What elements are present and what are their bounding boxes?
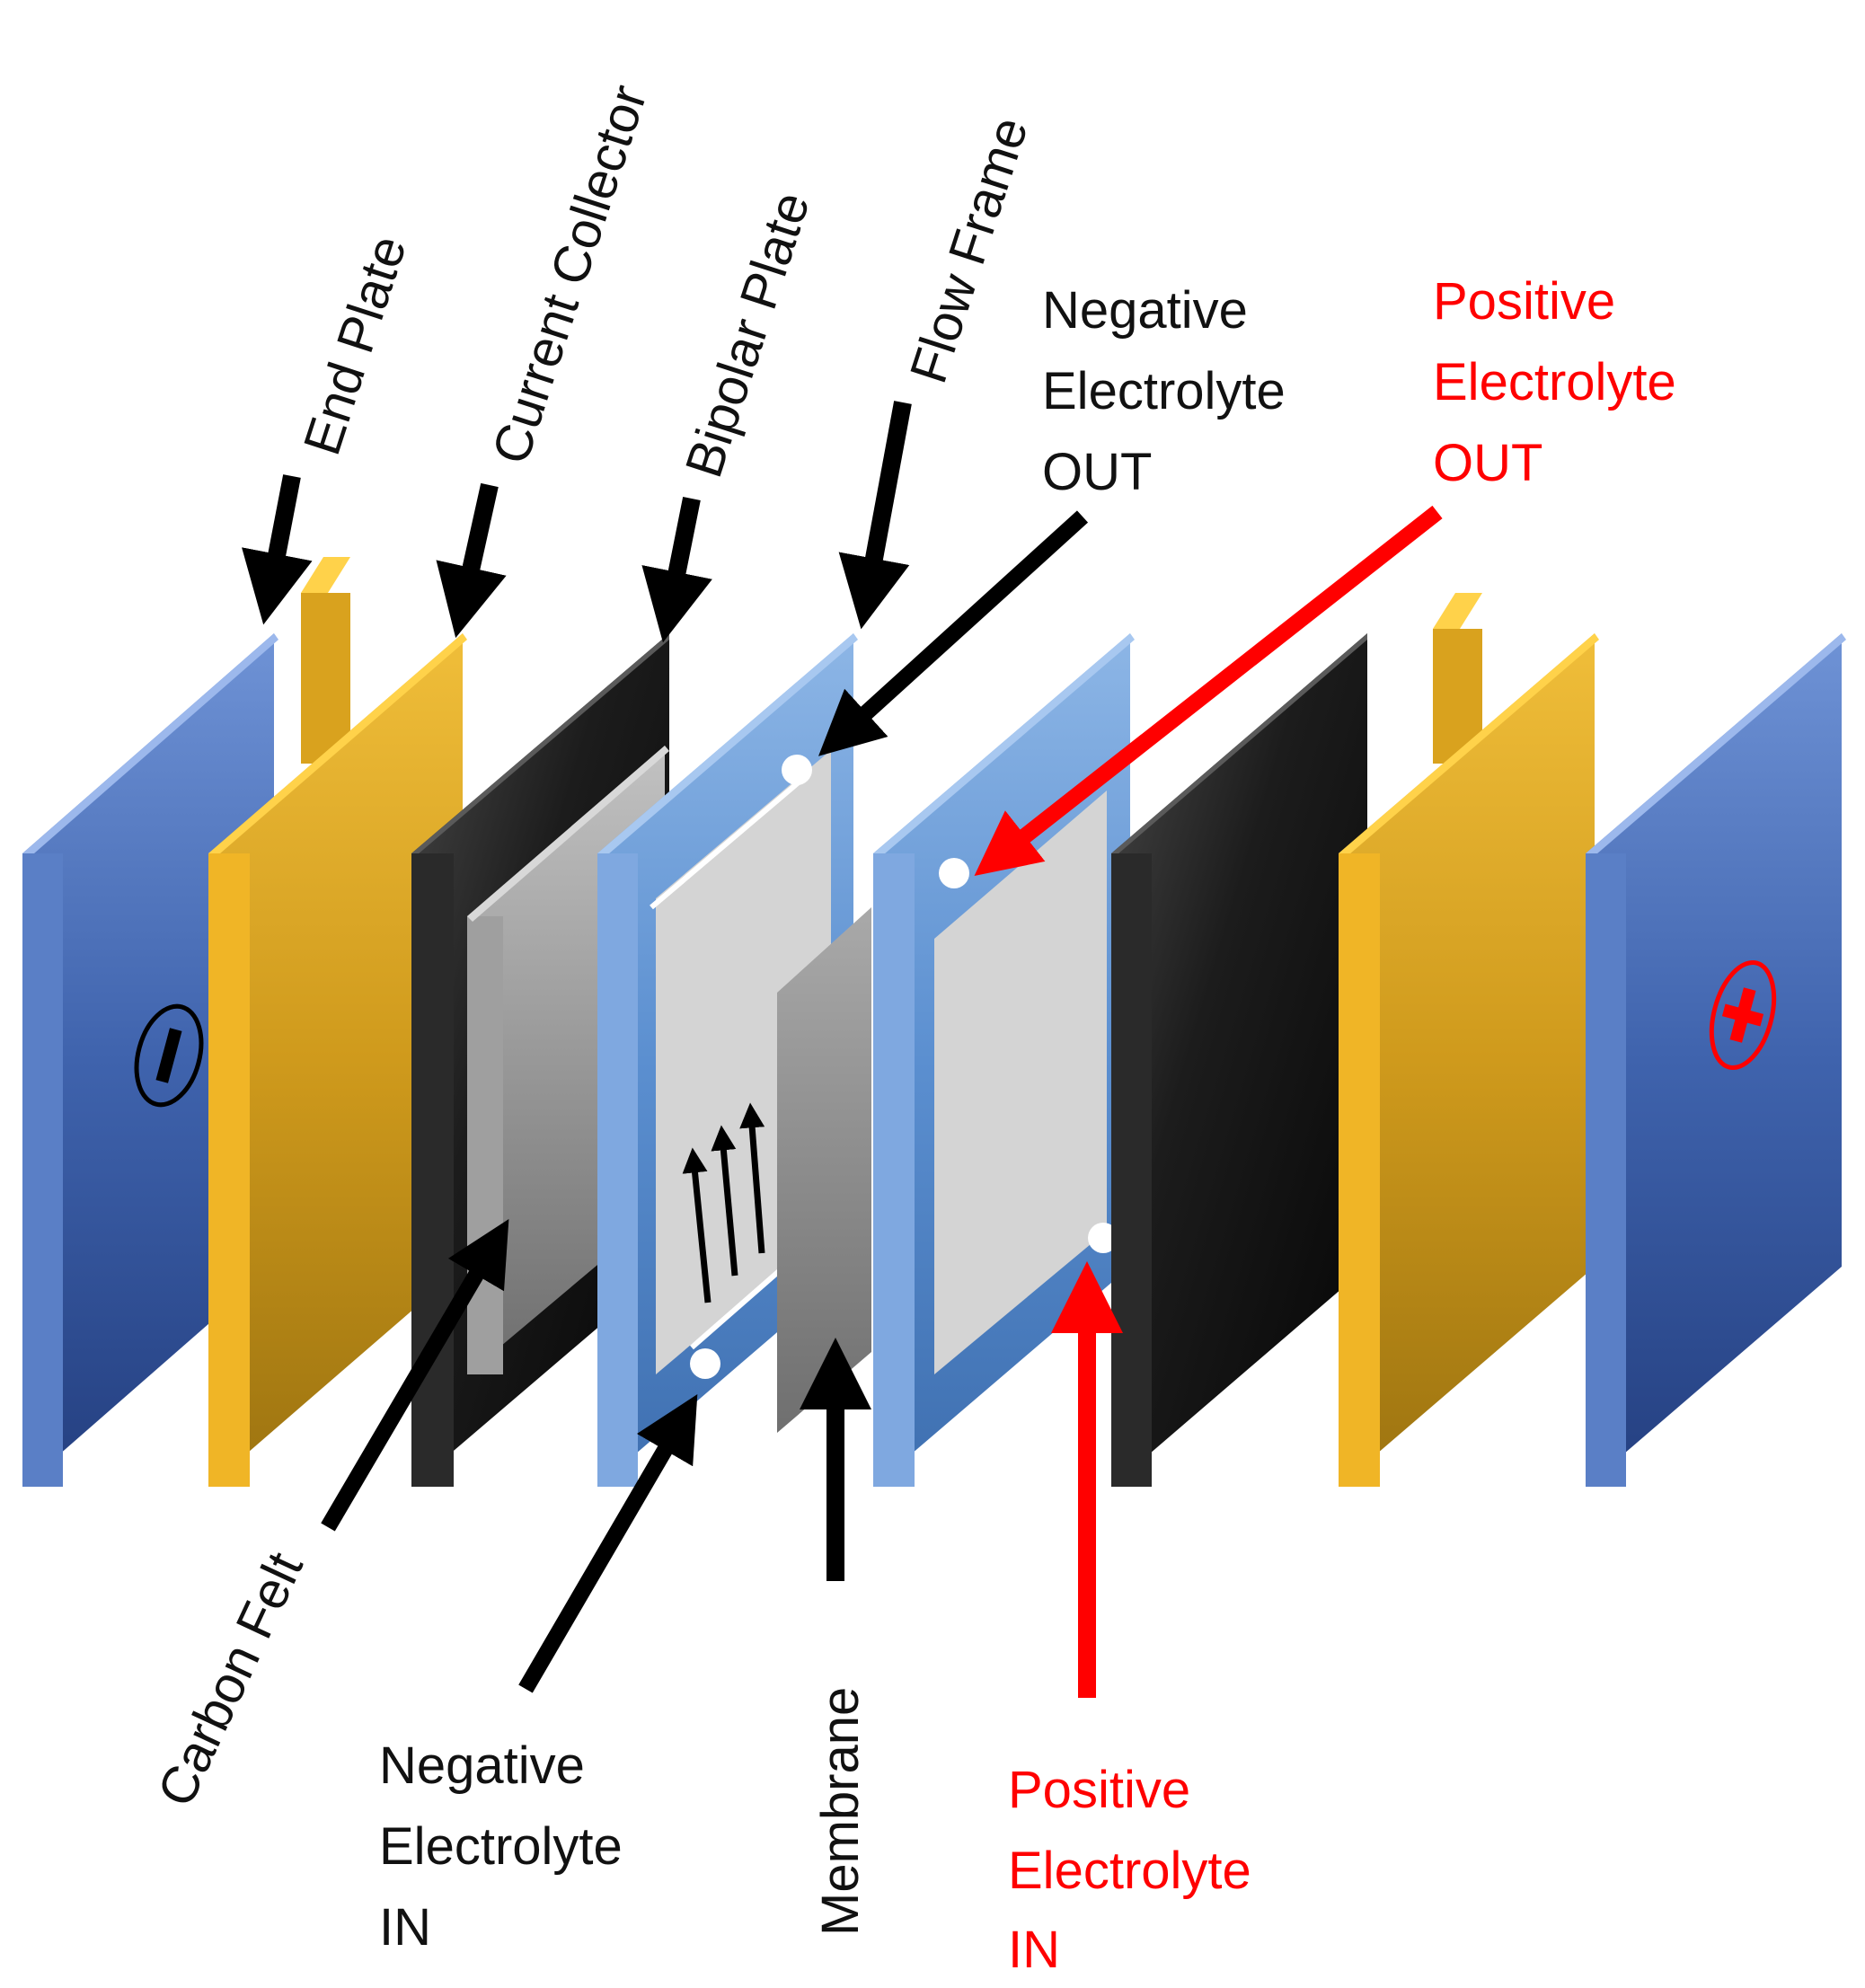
label-carbon-felt: Carbon Felt	[146, 1543, 314, 1815]
callout-arrows	[242, 401, 1443, 1698]
label-membrane: Membrane	[811, 1687, 870, 1936]
current-collector-right	[1339, 593, 1599, 1487]
arrow-flow-frame	[838, 401, 912, 630]
label-negative-in-line1: Negative	[379, 1736, 585, 1795]
label-negative-out-line3: OUT	[1042, 443, 1152, 501]
up-arrows-icon	[682, 1102, 765, 1303]
arrow-negative-out	[818, 510, 1089, 756]
label-negative-in-line3: IN	[379, 1898, 431, 1957]
label-negative-out: Negative Electrolyte OUT	[1042, 281, 1286, 501]
label-flow-frame: Flow Frame	[899, 110, 1039, 390]
arrow-positive-out	[974, 505, 1443, 877]
label-negative-out-line1: Negative	[1042, 281, 1248, 340]
plus-circle-icon	[1709, 959, 1777, 1071]
label-bipolar-plate: Bipolar Plate	[675, 185, 821, 484]
label-positive-in-line2: Electrolyte	[1008, 1842, 1251, 1900]
label-current-collector: Current Collector	[482, 78, 658, 471]
arrow-current-collector	[436, 482, 507, 639]
bipolar-plate-right	[1111, 633, 1367, 1487]
label-end-plate: End Plate	[293, 229, 419, 462]
arrow-bipolar-plate	[641, 497, 712, 643]
label-positive-out: Positive Electrolyte OUT	[1433, 272, 1676, 492]
membrane	[777, 907, 871, 1433]
label-positive-in-line1: Positive	[1008, 1761, 1190, 1819]
current-collector-left	[208, 557, 467, 1487]
label-positive-out-line1: Positive	[1433, 272, 1615, 331]
label-negative-in-line2: Electrolyte	[379, 1817, 623, 1876]
label-positive-out-line3: OUT	[1433, 434, 1542, 492]
arrow-carbon-felt	[321, 1219, 509, 1532]
minus-circle-icon	[134, 1003, 204, 1108]
label-positive-out-line2: Electrolyte	[1433, 353, 1676, 411]
arrow-end-plate	[242, 474, 313, 625]
label-negative-in: Negative Electrolyte IN	[379, 1736, 623, 1957]
label-negative-out-line2: Electrolyte	[1042, 362, 1286, 420]
label-positive-in-line3: IN	[1008, 1921, 1060, 1979]
end-plate-right	[1586, 633, 1846, 1487]
label-positive-in: Positive Electrolyte IN	[1008, 1761, 1251, 1979]
arrow-negative-in	[518, 1394, 698, 1693]
